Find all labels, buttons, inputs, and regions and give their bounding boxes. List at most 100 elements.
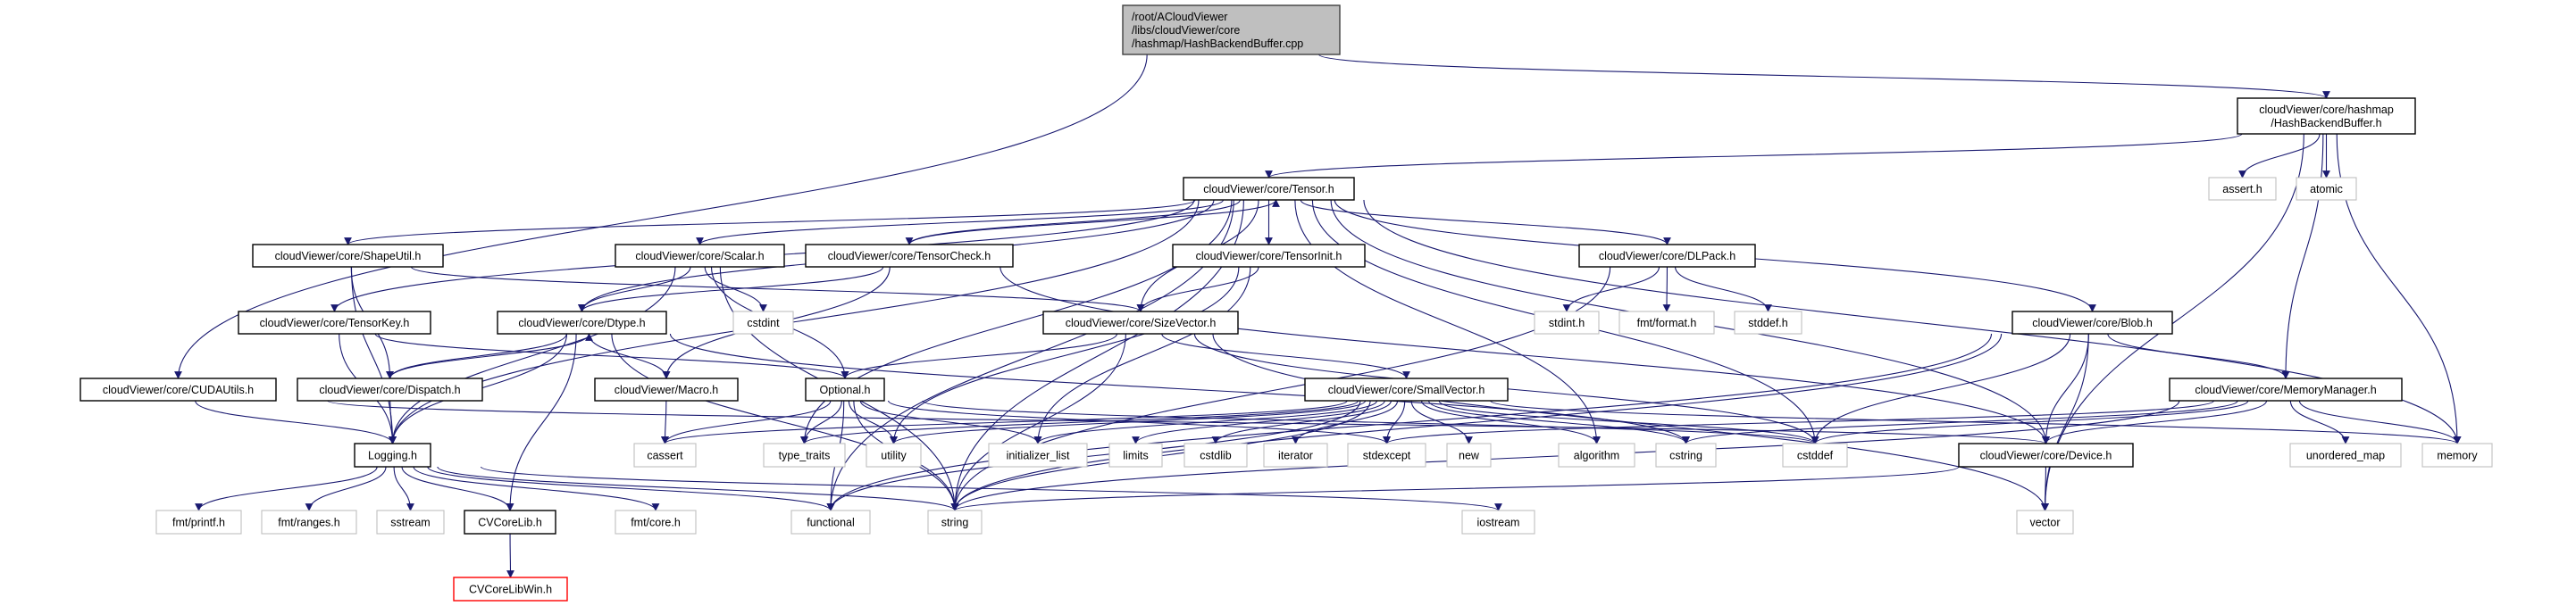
node-label: /root/ACloudViewer/libs/cloudViewer/core…	[1132, 11, 1303, 50]
node-fmt-printf: fmt/printf.h	[155, 510, 242, 535]
node-box	[1446, 443, 1492, 468]
node-optional[interactable]: Optional.h	[805, 378, 885, 402]
node-device[interactable]: cloudViewer/core/Device.h	[1958, 443, 2134, 468]
node-iostream: iostream	[1461, 510, 1535, 535]
node-label: cloudViewer/core/CUDAUtils.h	[103, 384, 254, 396]
node-box	[1263, 443, 1328, 468]
node-memorymanager[interactable]: cloudViewer/core/MemoryManager.h	[2169, 378, 2403, 402]
node-label: stdint.h	[1549, 317, 1585, 329]
node-assert-h: assert.h	[2208, 177, 2277, 201]
edge-tensorinit-to-utility	[890, 266, 1240, 444]
node-box	[988, 443, 1088, 468]
node-string: string	[927, 510, 983, 535]
node-label: cloudViewer/core/hashmap/HashBackendBuff…	[2259, 104, 2394, 129]
node-label: assert.h	[2222, 183, 2262, 195]
node-logging[interactable]: Logging.h	[354, 443, 431, 468]
node-cvcorelib[interactable]: CVCoreLib.h	[464, 510, 556, 535]
node-label: cloudViewer/core/TensorKey.h	[260, 317, 410, 329]
node-box	[2011, 311, 2173, 335]
node-scalar[interactable]: cloudViewer/core/Scalar.h	[615, 244, 785, 268]
edge-tensor-to-scalar	[696, 199, 1225, 245]
node-sizevector[interactable]: cloudViewer/core/SizeVector.h	[1042, 311, 1239, 335]
node-label: vector	[2029, 517, 2060, 529]
node-label: cstring	[1669, 450, 1702, 462]
node-root[interactable]: /root/ACloudViewer/libs/cloudViewer/core…	[1122, 4, 1341, 55]
edge-root-to-cudautils	[174, 54, 1148, 379]
edge-blob-to-cstddef	[1811, 333, 2071, 444]
node-blob[interactable]: cloudViewer/core/Blob.h	[2011, 311, 2173, 335]
node-box	[1534, 311, 1600, 335]
node-macro[interactable]: cloudViewer/Macro.h	[594, 378, 739, 402]
node-box	[805, 378, 885, 402]
edge-smallvector-to-cstring	[1427, 400, 1690, 444]
node-box	[1183, 443, 1248, 468]
node-cudautils[interactable]: cloudViewer/core/CUDAUtils.h	[79, 378, 277, 402]
edge-smallvector-to-utility	[890, 400, 1367, 444]
node-label: new	[1459, 450, 1480, 462]
edge-tensorcheck-to-tensor	[908, 199, 1280, 245]
edge-root-to-hbb	[1318, 54, 2330, 99]
edge-cudautils-to-device	[327, 400, 2050, 444]
node-tensorcheck[interactable]: cloudViewer/core/TensorCheck.h	[805, 244, 1014, 268]
node-dtype[interactable]: cloudViewer/core/Dtype.h	[497, 311, 667, 335]
node-cvcorelibwin[interactable]: CVCoreLibWin.h	[453, 577, 568, 602]
node-limits: limits	[1108, 443, 1163, 468]
node-label: type_traits	[779, 450, 831, 462]
node-shapeutil[interactable]: cloudViewer/core/ShapeUtil.h	[252, 244, 444, 268]
edge-dlpack-to-string	[950, 266, 1611, 511]
node-box	[1461, 510, 1535, 535]
edge-blob-to-device	[2042, 333, 2089, 444]
nodes: /root/ACloudViewer/libs/cloudViewer/core…	[79, 4, 2493, 602]
node-dispatch[interactable]: cloudViewer/core/Dispatch.h	[297, 378, 483, 402]
node-label: cloudViewer/core/DLPack.h	[1599, 250, 1735, 262]
edge-memorymanager-to-cstddef	[1811, 400, 2249, 444]
edge-dtype-to-dispatch	[386, 333, 567, 379]
edge-smallvector-to-functional	[826, 400, 1361, 511]
edge-logging-to-fmt_core	[413, 466, 660, 511]
node-label: cloudViewer/core/Blob.h	[2032, 317, 2153, 329]
node-tensorinit[interactable]: cloudViewer/core/TensorInit.h	[1172, 244, 1366, 268]
edge-smallvector-to-type_traits	[800, 400, 1359, 444]
edge-hbb-to-vector	[2041, 133, 2304, 511]
node-label: CVCoreLibWin.h	[469, 584, 552, 596]
node-box	[615, 244, 785, 268]
edge-memorymanager-to-device	[2042, 400, 2268, 444]
edge-shapeutil-to-sizevector	[410, 266, 1145, 312]
edge-logging-to-string	[437, 466, 959, 511]
edge-smallvector-to-limits	[1132, 400, 1385, 444]
node-box	[927, 510, 983, 535]
node-box	[1183, 177, 1355, 201]
node-label: Logging.h	[368, 450, 417, 462]
node-tensor[interactable]: cloudViewer/core/Tensor.h	[1183, 177, 1355, 201]
node-label: string	[941, 517, 969, 529]
node-label: cloudViewer/core/Tensor.h	[1203, 183, 1334, 195]
node-tensorkey[interactable]: cloudViewer/core/TensorKey.h	[238, 311, 431, 335]
node-label: unordered_map	[2306, 450, 2385, 462]
node-label: stdexcept	[1363, 450, 1411, 462]
node-label: stddef.h	[1748, 317, 1788, 329]
edge-hbb-to-memorymanager	[2281, 133, 2324, 379]
node-box	[1618, 311, 1715, 335]
node-box	[252, 244, 444, 268]
node-dlpack[interactable]: cloudViewer/core/DLPack.h	[1578, 244, 1756, 268]
node-utility: utility	[866, 443, 922, 468]
node-label: functional	[807, 517, 855, 529]
edge-memorymanager-to-memory	[2298, 400, 2462, 444]
node-box	[1122, 4, 1341, 55]
node-box	[2296, 177, 2357, 201]
node-box	[1304, 378, 1509, 402]
node-box	[2169, 378, 2403, 402]
node-label: cstdint	[747, 317, 780, 329]
node-label: fmt/core.h	[631, 517, 681, 529]
edge-device-to-string	[950, 466, 1960, 511]
node-box	[615, 510, 697, 535]
node-label: atomic	[2310, 183, 2343, 195]
node-box	[1108, 443, 1163, 468]
node-box	[2208, 177, 2277, 201]
node-box	[633, 443, 697, 468]
node-label: Optional.h	[820, 384, 871, 396]
node-smallvector[interactable]: cloudViewer/core/SmallVector.h	[1304, 378, 1509, 402]
node-hbb[interactable]: cloudViewer/core/hashmap/HashBackendBuff…	[2237, 97, 2416, 135]
node-sstream: sstream	[376, 510, 445, 535]
